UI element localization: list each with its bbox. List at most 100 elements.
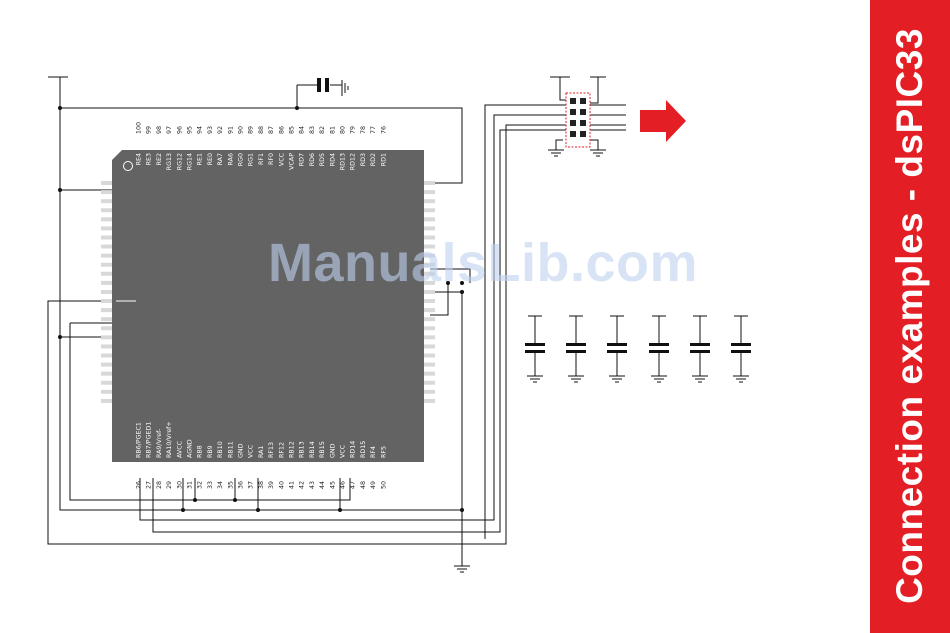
pin-label-bottom: RB7/PGED1 [146,422,153,458]
chip-pin-right [424,353,435,358]
pin-number-top: 99 [146,126,153,134]
pin-label-top: RE1 [197,153,204,165]
capacitor-plate [566,350,586,353]
connector-pin [580,120,586,126]
pin-number-bottom: 31 [187,481,194,489]
pin-number-bottom: 27 [146,481,153,489]
ground-symbol-connector-right [590,149,606,157]
pin-label-top: RD13 [340,153,347,170]
pin-number-bottom: 37 [248,481,255,489]
pin-label-bottom: RF4 [370,446,377,458]
pin-label-bottom: GND [238,443,245,458]
capacitor [525,315,545,383]
pin-number-bottom: 29 [166,481,173,489]
junction-dot [295,106,299,110]
chip-pin-left [101,299,112,304]
chip-pin-right [424,389,435,394]
capacitor-plate [649,343,669,346]
pin-label-bottom: RB6/PGEC1 [136,422,143,458]
chip-pin-right [424,308,435,313]
chip-pin-right [424,344,435,349]
chip-pin-left [101,235,112,240]
connector-outline [565,92,591,148]
pin-number-bottom: 50 [380,481,387,489]
pin-number-top: 88 [258,126,265,134]
pin-number-bottom: 32 [197,481,204,489]
pin-number-top: 81 [329,126,336,134]
pin-label-top: RA6 [227,153,234,165]
chip-pin-right [424,199,435,204]
pin-label-top: RF0 [268,153,275,165]
junction-dot [338,508,342,512]
chip-pin-right [424,398,435,403]
chip-pin-left [101,271,112,276]
pin-number-bottom: 40 [278,481,285,489]
capacitor-plate [731,350,751,353]
chip-corner-notch [112,150,122,160]
pin-label-top: RE2 [156,153,163,165]
pin-number-bottom: 42 [299,481,306,489]
chip-pin-right [424,190,435,195]
connector-pin [570,131,576,137]
microcontroller-chip: RE4100RB6/PGEC126RE399RB7/PGED127RE298RA… [101,122,435,489]
chip-pin-right [424,253,435,258]
junction-dot [58,188,62,192]
pin-number-top: 92 [217,126,224,134]
decoupling-capacitors [525,315,751,383]
chip-pin-left [101,190,112,195]
pin-label-top: RG12 [176,153,183,170]
chip-pin-right [424,208,435,213]
pin-number-top: 91 [227,126,234,134]
pin-label-top: RE4 [136,153,143,165]
watermark: ManualsLib.com [268,233,699,293]
pin-label-top: RD1 [380,153,387,166]
pin-number-top: 80 [340,126,347,134]
chip-pin-right [424,271,435,276]
pin-label-bottom: RB9 [207,445,214,458]
chip-pin-right [424,217,435,222]
pin-label-bottom: RB10 [217,441,224,458]
chip-pin-left [101,344,112,349]
pin-number-top: 87 [268,126,275,134]
connector-pin [570,98,576,104]
capacitor [690,315,710,383]
pin-number-bottom: 30 [176,481,183,489]
pin-number-top: 77 [370,126,377,134]
pin-label-bottom: VCC [248,444,255,458]
pin-number-bottom: 38 [258,481,265,489]
pin-label-bottom: RF5 [380,446,387,458]
pin-number-top: 97 [166,126,173,134]
chip-pin-left [101,181,112,185]
pin-number-top: 84 [299,126,306,134]
chip-pin-left [101,353,112,358]
pin-number-bottom: 46 [340,481,347,489]
pin-number-top: 78 [360,126,367,134]
junction-dot [181,508,185,512]
pin-number-bottom: 33 [207,481,214,489]
pin-label-top: RG0 [238,153,245,166]
chip-pin-left [101,317,112,322]
chip-pin-left [101,326,112,331]
chip-pin-left [101,280,112,285]
capacitor [649,315,669,383]
wire-8 [139,114,626,521]
pin-label-top: RG13 [166,153,173,170]
wires [47,76,626,573]
chip-pin-left [101,289,112,294]
pin-label-top: RD4 [329,153,336,166]
pin-label-bottom: RD14 [350,441,357,458]
pin-number-top: 90 [238,126,245,134]
junction-dot [233,498,237,502]
chip-pin-right [424,362,435,367]
capacitor-plate [607,343,627,346]
pin-label-top: RF1 [258,153,265,165]
capacitor [607,315,627,383]
chip-pin-left [101,389,112,394]
chip-pin-left [101,253,112,258]
pin-number-top: 96 [176,126,183,134]
pin-label-bottom: RB14 [309,441,316,458]
chip-pin-right [424,244,435,249]
pin-number-top: 83 [309,126,316,134]
chip-pin-left [101,262,112,267]
pin1-marker [123,161,133,171]
